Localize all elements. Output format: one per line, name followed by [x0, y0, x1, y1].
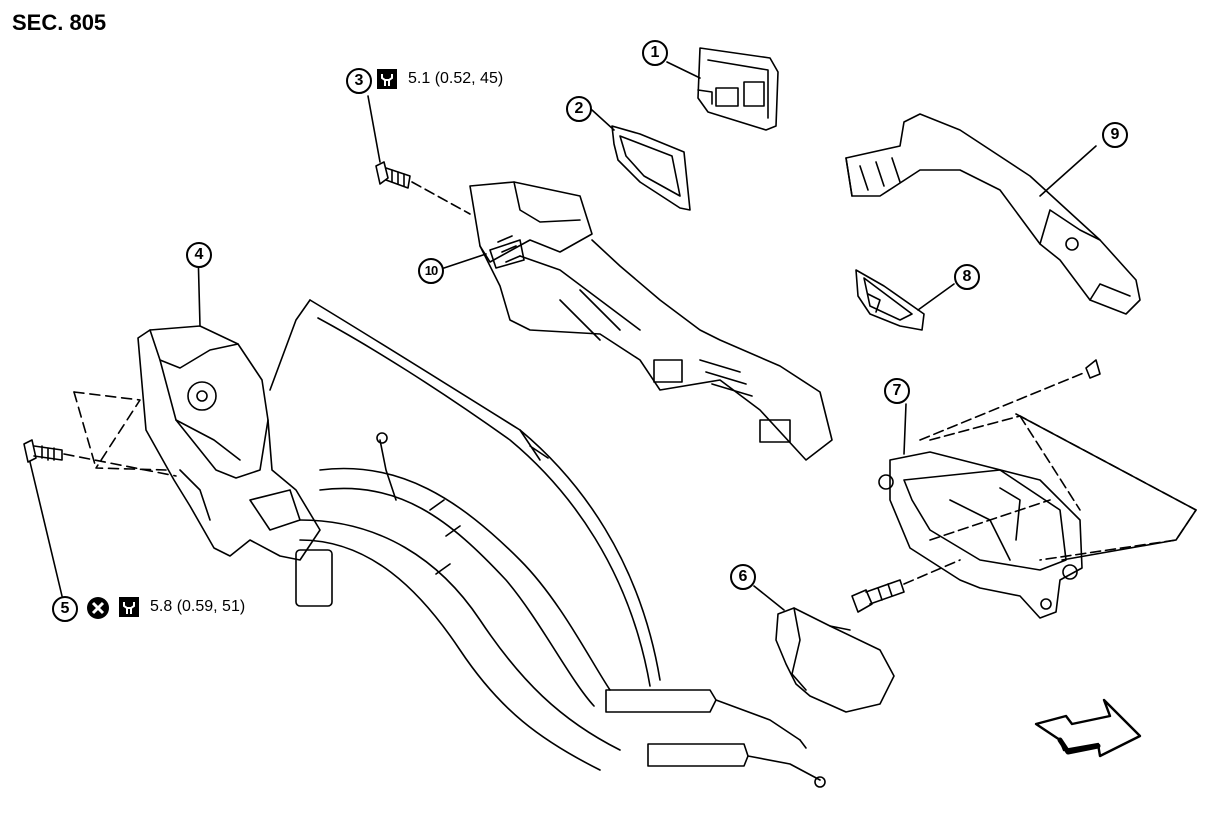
- torque-wrench-icon: [376, 68, 398, 90]
- front-direction-arrow-icon: [1034, 698, 1142, 758]
- callout-7: 7: [884, 378, 910, 404]
- part-4-lock-actuator: [137, 249, 333, 607]
- section-label: SEC. 805: [12, 10, 107, 35]
- part-1-escutcheon: [666, 47, 779, 131]
- part-2-front-gasket: [591, 109, 691, 211]
- callout-2: 2: [566, 96, 592, 122]
- callout-4: 4: [186, 242, 212, 268]
- part-5-screw: [23, 439, 63, 597]
- handle-bolt: [851, 559, 961, 613]
- torque-wrench-icon: [118, 596, 140, 618]
- callout-5: 5: [52, 596, 78, 622]
- part-8-rear-gasket: [855, 269, 955, 331]
- callout-10: 10: [418, 258, 444, 284]
- part-3-screw: [367, 95, 471, 215]
- mounting-plane: [63, 391, 177, 477]
- callout-3: 3: [346, 68, 372, 94]
- part-7-inside-handle: [878, 359, 1197, 619]
- callout-8: 8: [954, 264, 980, 290]
- rod-cables: [269, 299, 826, 788]
- part-10-handle-bracket: [443, 181, 833, 461]
- callout-1: 1: [642, 40, 668, 66]
- callout-6: 6: [730, 564, 756, 590]
- torque-spec-screw-3: 5.1 (0.52, 45): [408, 70, 504, 87]
- torque-spec-screw-5: 5.8 (0.59, 51): [150, 598, 246, 615]
- callout-9: 9: [1102, 122, 1128, 148]
- do-not-reuse-icon: [86, 596, 109, 619]
- part-9-outside-handle: [845, 113, 1141, 315]
- part-6-inside-escutcheon: [753, 585, 895, 713]
